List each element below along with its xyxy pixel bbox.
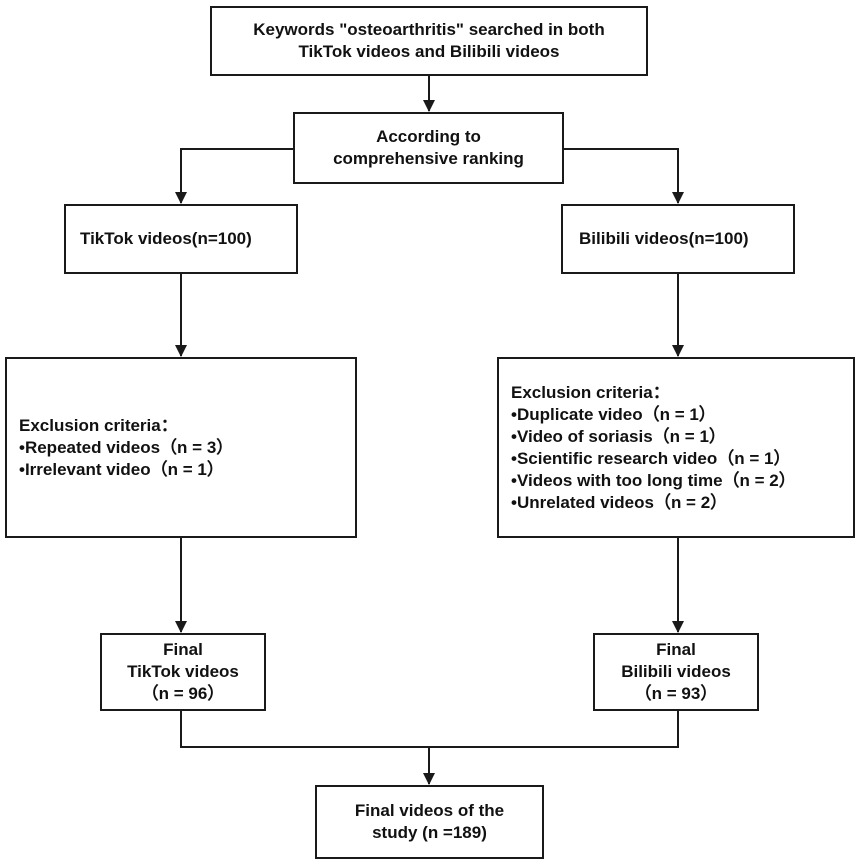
tiktok-exclusion-box: Exclusion criteria： •Repeated videos（n =… — [5, 357, 357, 538]
bilibili-final-line2: Bilibili videos — [621, 662, 731, 681]
bilibili-exclusion-item: •Duplicate video（n = 1） — [511, 404, 716, 424]
tiktok-final-line2: TikTok videos — [127, 662, 239, 681]
bilibili-exclusion-heading: Exclusion criteria： — [511, 382, 670, 402]
arrow-ranking-to-bilibili — [564, 148, 684, 204]
search-keywords-box: Keywords "osteoarthritis" searched in bo… — [210, 6, 648, 76]
tiktok-exclusion-heading: Exclusion criteria： — [19, 415, 178, 435]
bilibili-videos-label: Bilibili videos(n=100) — [579, 229, 749, 248]
bilibili-exclusion-item: •Scientific research video（n = 1） — [511, 448, 791, 468]
bilibili-videos-box: Bilibili videos(n=100) — [561, 204, 795, 274]
tiktok-final-line1: Final — [163, 640, 203, 659]
ranking-line1: According to — [376, 127, 481, 146]
tiktok-exclusion-list: •Repeated videos（n = 3） •Irrelevant vide… — [19, 437, 233, 481]
ranking-box: According to comprehensive ranking — [293, 112, 564, 184]
bilibili-final-box: Final Bilibili videos （n = 93） — [593, 633, 759, 711]
study-final-line2: study (n =189) — [372, 823, 487, 842]
bilibili-exclusion-item: •Videos with too long time（n = 2） — [511, 470, 796, 490]
tiktok-videos-label: TikTok videos(n=100) — [80, 229, 252, 248]
study-final-line1: Final videos of the — [354, 801, 505, 820]
bilibili-exclusion-item: •Unrelated videos（n = 2） — [511, 492, 728, 512]
arrow-ranking-to-tiktok — [175, 148, 293, 204]
tiktok-exclusion-item: •Irrelevant video（n = 1） — [19, 459, 224, 479]
bilibili-exclusion-item: •Video of soriasis（n = 1） — [511, 426, 726, 446]
search-keywords-line1: Keywords "osteoarthritis" searched in bo… — [253, 20, 605, 39]
merge-line-final-videos — [180, 711, 679, 748]
bilibili-exclusion-box: Exclusion criteria： •Duplicate video（n =… — [497, 357, 855, 538]
tiktok-final-box: Final TikTok videos （n = 96） — [100, 633, 266, 711]
bilibili-final-count: （n = 93） — [634, 684, 718, 703]
tiktok-final-count: （n = 96） — [141, 684, 225, 703]
ranking-line2: comprehensive ranking — [333, 149, 524, 168]
bilibili-final-line1: Final — [656, 640, 696, 659]
search-keywords-line2: TikTok videos and Bilibili videos — [298, 42, 560, 61]
study-final-box: Final videos of the study (n =189) — [315, 785, 544, 859]
tiktok-videos-box: TikTok videos(n=100) — [64, 204, 298, 274]
bilibili-exclusion-list: •Duplicate video（n = 1） •Video of sorias… — [511, 404, 796, 514]
tiktok-exclusion-item: •Repeated videos（n = 3） — [19, 437, 234, 457]
